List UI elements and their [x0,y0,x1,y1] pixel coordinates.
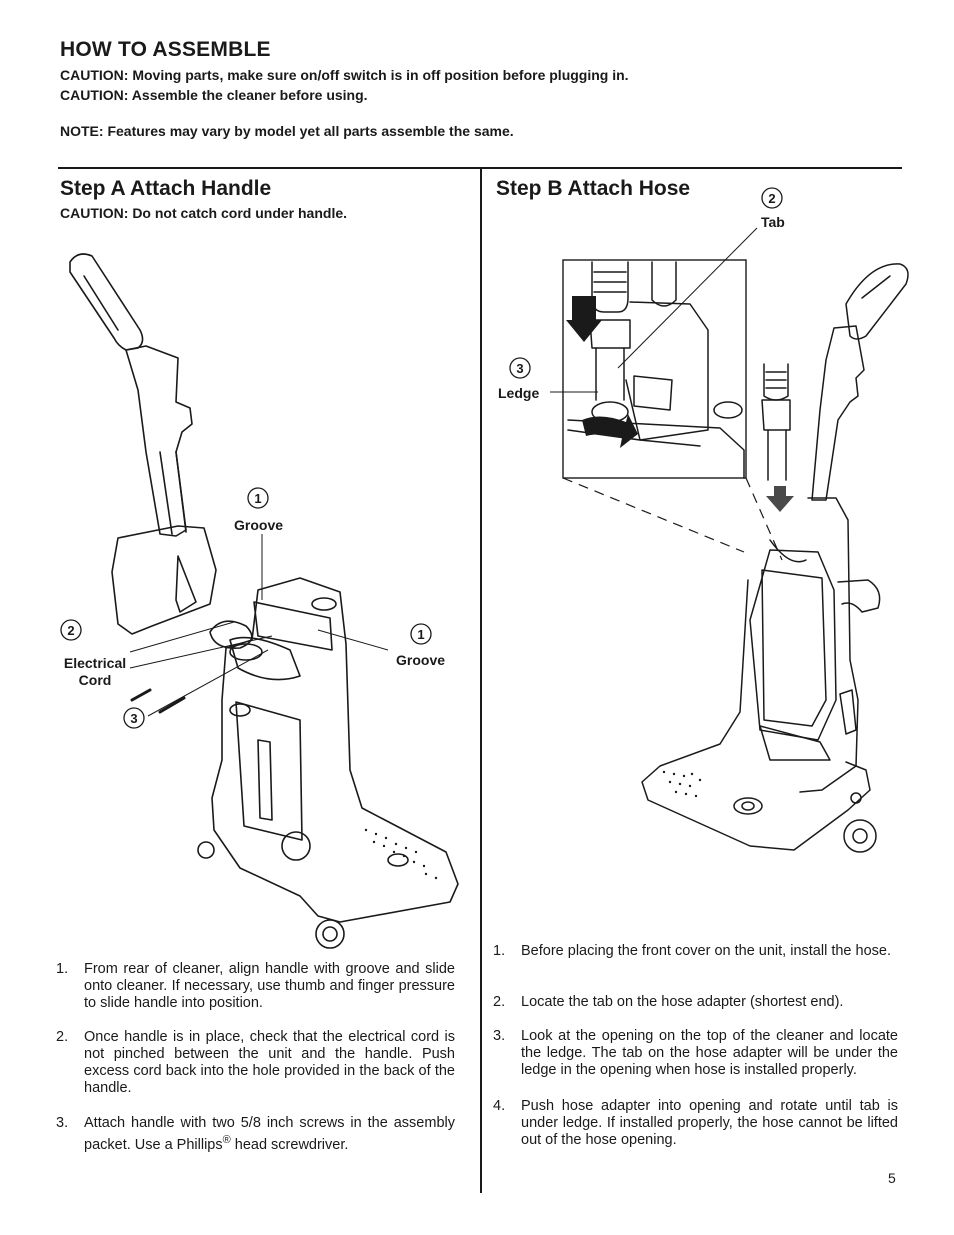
page-number: 5 [888,1170,896,1186]
list-item: 1. From rear of cleaner, align handle wi… [56,961,456,1013]
caution-assemble: CAUTION: Assemble the cleaner before usi… [60,87,368,103]
callout-a-3: 3 [130,711,137,726]
list-text: Locate the tab on the hose adapter (shor… [521,994,844,1010]
page-title: HOW TO ASSEMBLE [60,38,271,61]
callout-circle-a3 [123,707,145,729]
label-ledge: Ledge [498,385,539,401]
callout-a-1b: 1 [417,627,424,642]
list-item: 2. Locate the tab on the hose adapter (s… [493,994,898,1012]
list-number: 2. [493,994,506,1010]
label-cord: Cord [79,672,112,688]
callout-circle-a2 [60,619,82,641]
list-item: 3. Look at the opening on the top of the… [493,1028,898,1082]
label-tab: Tab [761,214,785,230]
callout-b-3: 3 [516,361,523,376]
list-number: 4. [493,1098,506,1114]
label-electrical: Electrical [64,655,126,671]
step-a-title: Step A Attach Handle [60,177,272,200]
callout-a-2: 2 [67,623,74,638]
step-b-title: Step B Attach Hose [496,177,691,200]
list-number: 1. [493,943,506,959]
callout-circle-a1 [247,487,269,509]
callout-a-1: 1 [254,491,261,506]
down-arrow-icon [766,486,794,512]
inset-frame [562,259,747,479]
list-number: 1. [56,961,69,977]
column-divider [480,168,482,1193]
callout-b-2: 2 [768,191,775,206]
label-groove-top: Groove [234,517,283,533]
push-arrow-icon [566,296,602,342]
list-text: Look at the opening on the top of the cl… [521,1028,898,1078]
callout-circle-a1b [410,623,432,645]
caution-moving-parts: CAUTION: Moving parts, make sure on/off … [60,67,629,83]
list-text: Attach handle with two 5/8 inch screws i… [84,1115,455,1154]
list-text-part: head screwdriver. [230,1136,349,1153]
list-number: 2. [56,1029,69,1045]
rotate-arrow-icon [582,414,638,448]
list-item: 1. Before placing the front cover on the… [493,943,898,979]
callout-circle-b3 [509,357,531,379]
list-item: 3. Attach handle with two 5/8 inch screw… [56,1115,456,1154]
note-features: NOTE: Features may vary by model yet all… [60,123,514,139]
step-a-caution: CAUTION: Do not catch cord under handle. [60,205,348,221]
list-number: 3. [56,1115,69,1131]
handle-grip-shape [69,253,144,351]
list-text: Once handle is in place, check that the … [84,1029,455,1096]
list-text: From rear of cleaner, align handle with … [84,961,455,1011]
label-groove-right: Groove [396,652,445,668]
list-item: 2. Once handle is in place, check that t… [56,1029,456,1099]
list-text: Before placing the front cover on the un… [521,943,891,959]
list-item: 4. Push hose adapter into opening and ro… [493,1098,898,1152]
registered-mark: ® [222,1134,231,1146]
list-number: 3. [493,1028,506,1044]
list-text: Push hose adapter into opening and rotat… [521,1098,898,1148]
list-text-part: Attach handle with two 5/8 inch screws i… [84,1115,455,1153]
callout-circle-b2 [761,187,783,209]
